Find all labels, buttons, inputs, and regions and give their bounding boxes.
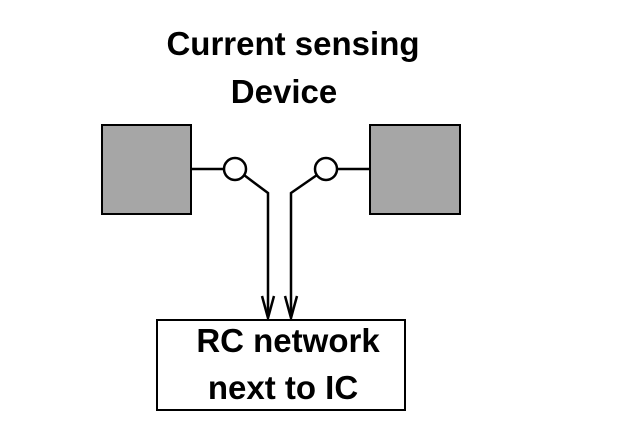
right-arrowhead <box>283 295 299 323</box>
rc-box-line-2: next to IC <box>208 369 358 406</box>
left-kelvin-trace <box>243 174 270 316</box>
right-terminal-node <box>313 156 339 182</box>
title-line-1: Current sensing <box>166 25 419 62</box>
rc-network-box <box>156 319 406 411</box>
rc-box-line-1: RC network <box>196 322 380 359</box>
left-arrowhead <box>260 295 276 323</box>
right-kelvin-trace <box>289 173 318 316</box>
title-line-2: Device <box>231 73 337 110</box>
left-terminal-node <box>222 156 248 182</box>
left-sense-pad <box>101 124 192 215</box>
right-sense-pad <box>369 124 461 215</box>
